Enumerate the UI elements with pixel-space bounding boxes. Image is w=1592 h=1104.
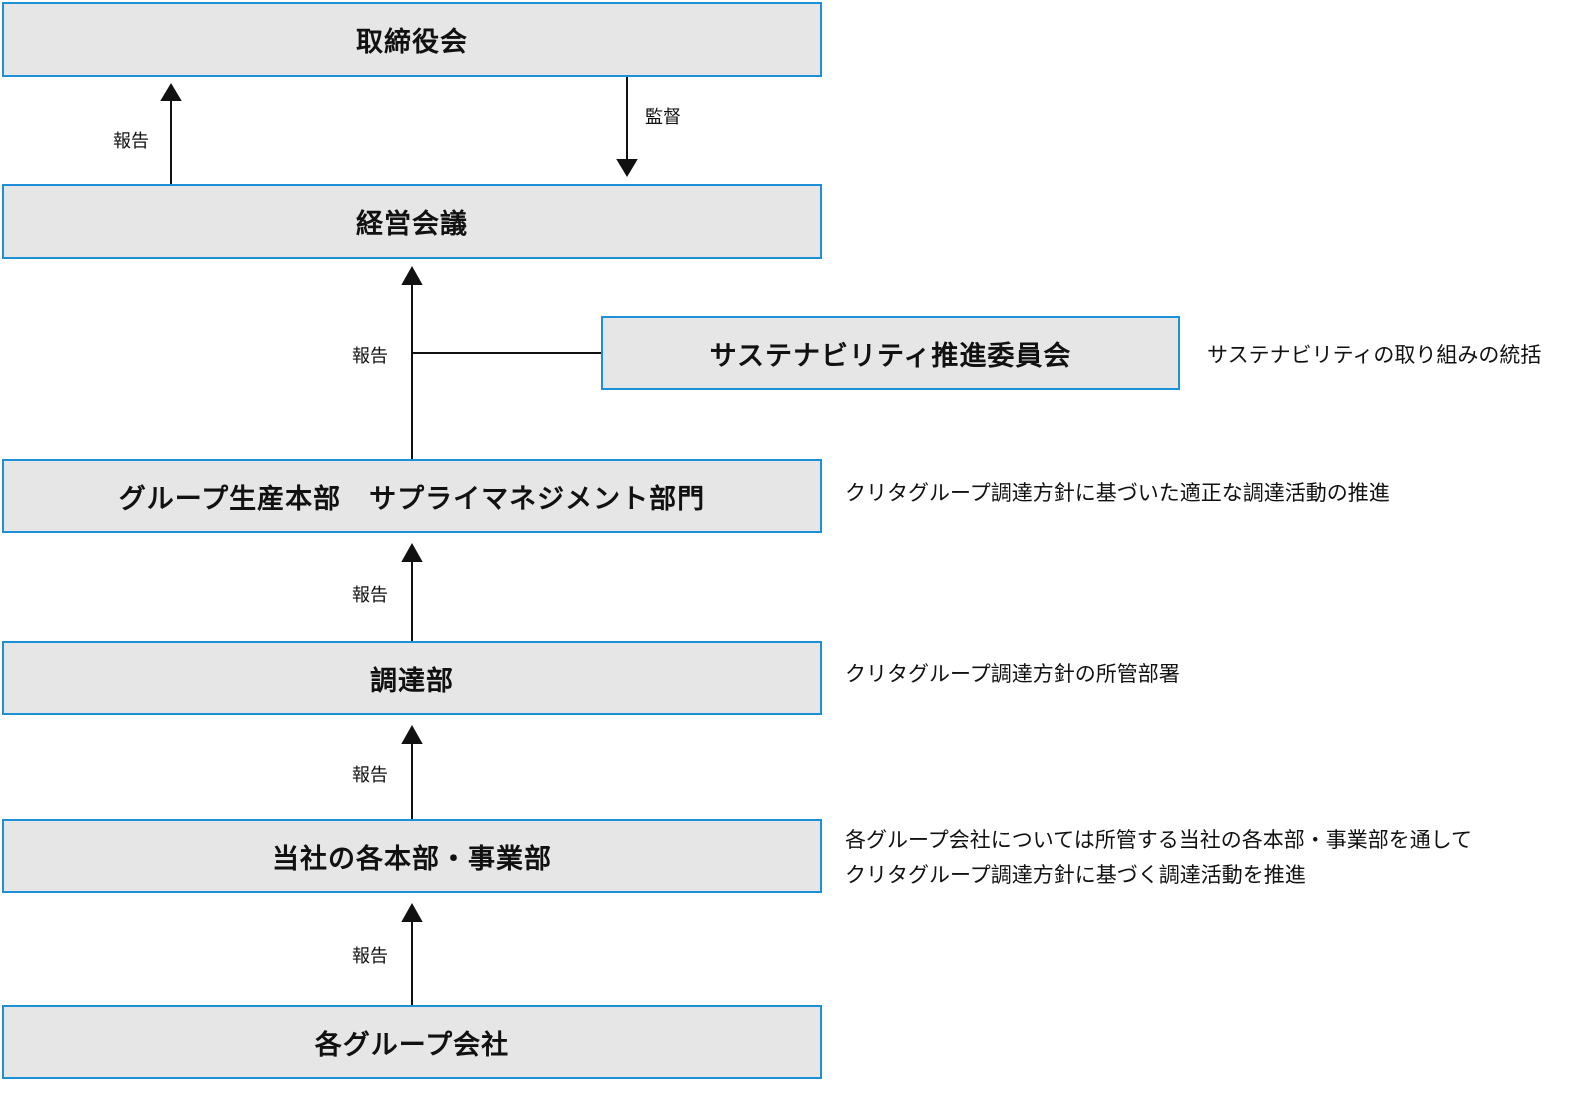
report-label: 報告 bbox=[352, 765, 388, 786]
arrowhead-icon bbox=[401, 902, 423, 922]
report-label: 報告 bbox=[352, 946, 388, 967]
arrowhead-icon bbox=[401, 724, 423, 744]
board-box: 取締役会 bbox=[2, 2, 822, 77]
sustainability-box: サステナビリティ推進委員会 bbox=[601, 316, 1180, 390]
supply-note: クリタグループ調達方針に基づいた適正な調達活動の推進 bbox=[845, 481, 1390, 505]
report-label: 報告 bbox=[352, 346, 388, 367]
group-companies-box: 各グループ会社 bbox=[2, 1005, 822, 1079]
divisions-note-line1: 各グループ会社については所管する当社の各本部・事業部を通して bbox=[845, 828, 1473, 852]
divisions-box: 当社の各本部・事業部 bbox=[2, 819, 822, 893]
arrowhead-icon bbox=[401, 265, 423, 285]
supervise-label: 監督 bbox=[645, 107, 681, 128]
procurement-note: クリタグループ調達方針の所管部署 bbox=[845, 662, 1180, 686]
sustainability-note: サステナビリティの取り組みの統括 bbox=[1207, 343, 1542, 367]
arrowhead-icon bbox=[160, 83, 182, 101]
arrowhead-icon bbox=[401, 542, 423, 562]
report-label: 報告 bbox=[352, 585, 388, 606]
supply-box: グループ生産本部 サプライマネジメント部門 bbox=[2, 459, 822, 533]
procurement-box: 調達部 bbox=[2, 641, 822, 715]
management-box: 経営会議 bbox=[2, 184, 822, 259]
report-label: 報告 bbox=[113, 131, 149, 152]
arrowhead-icon bbox=[616, 159, 638, 177]
divisions-note-line2: クリタグループ調達方針に基づく調達活動を推進 bbox=[845, 863, 1306, 887]
